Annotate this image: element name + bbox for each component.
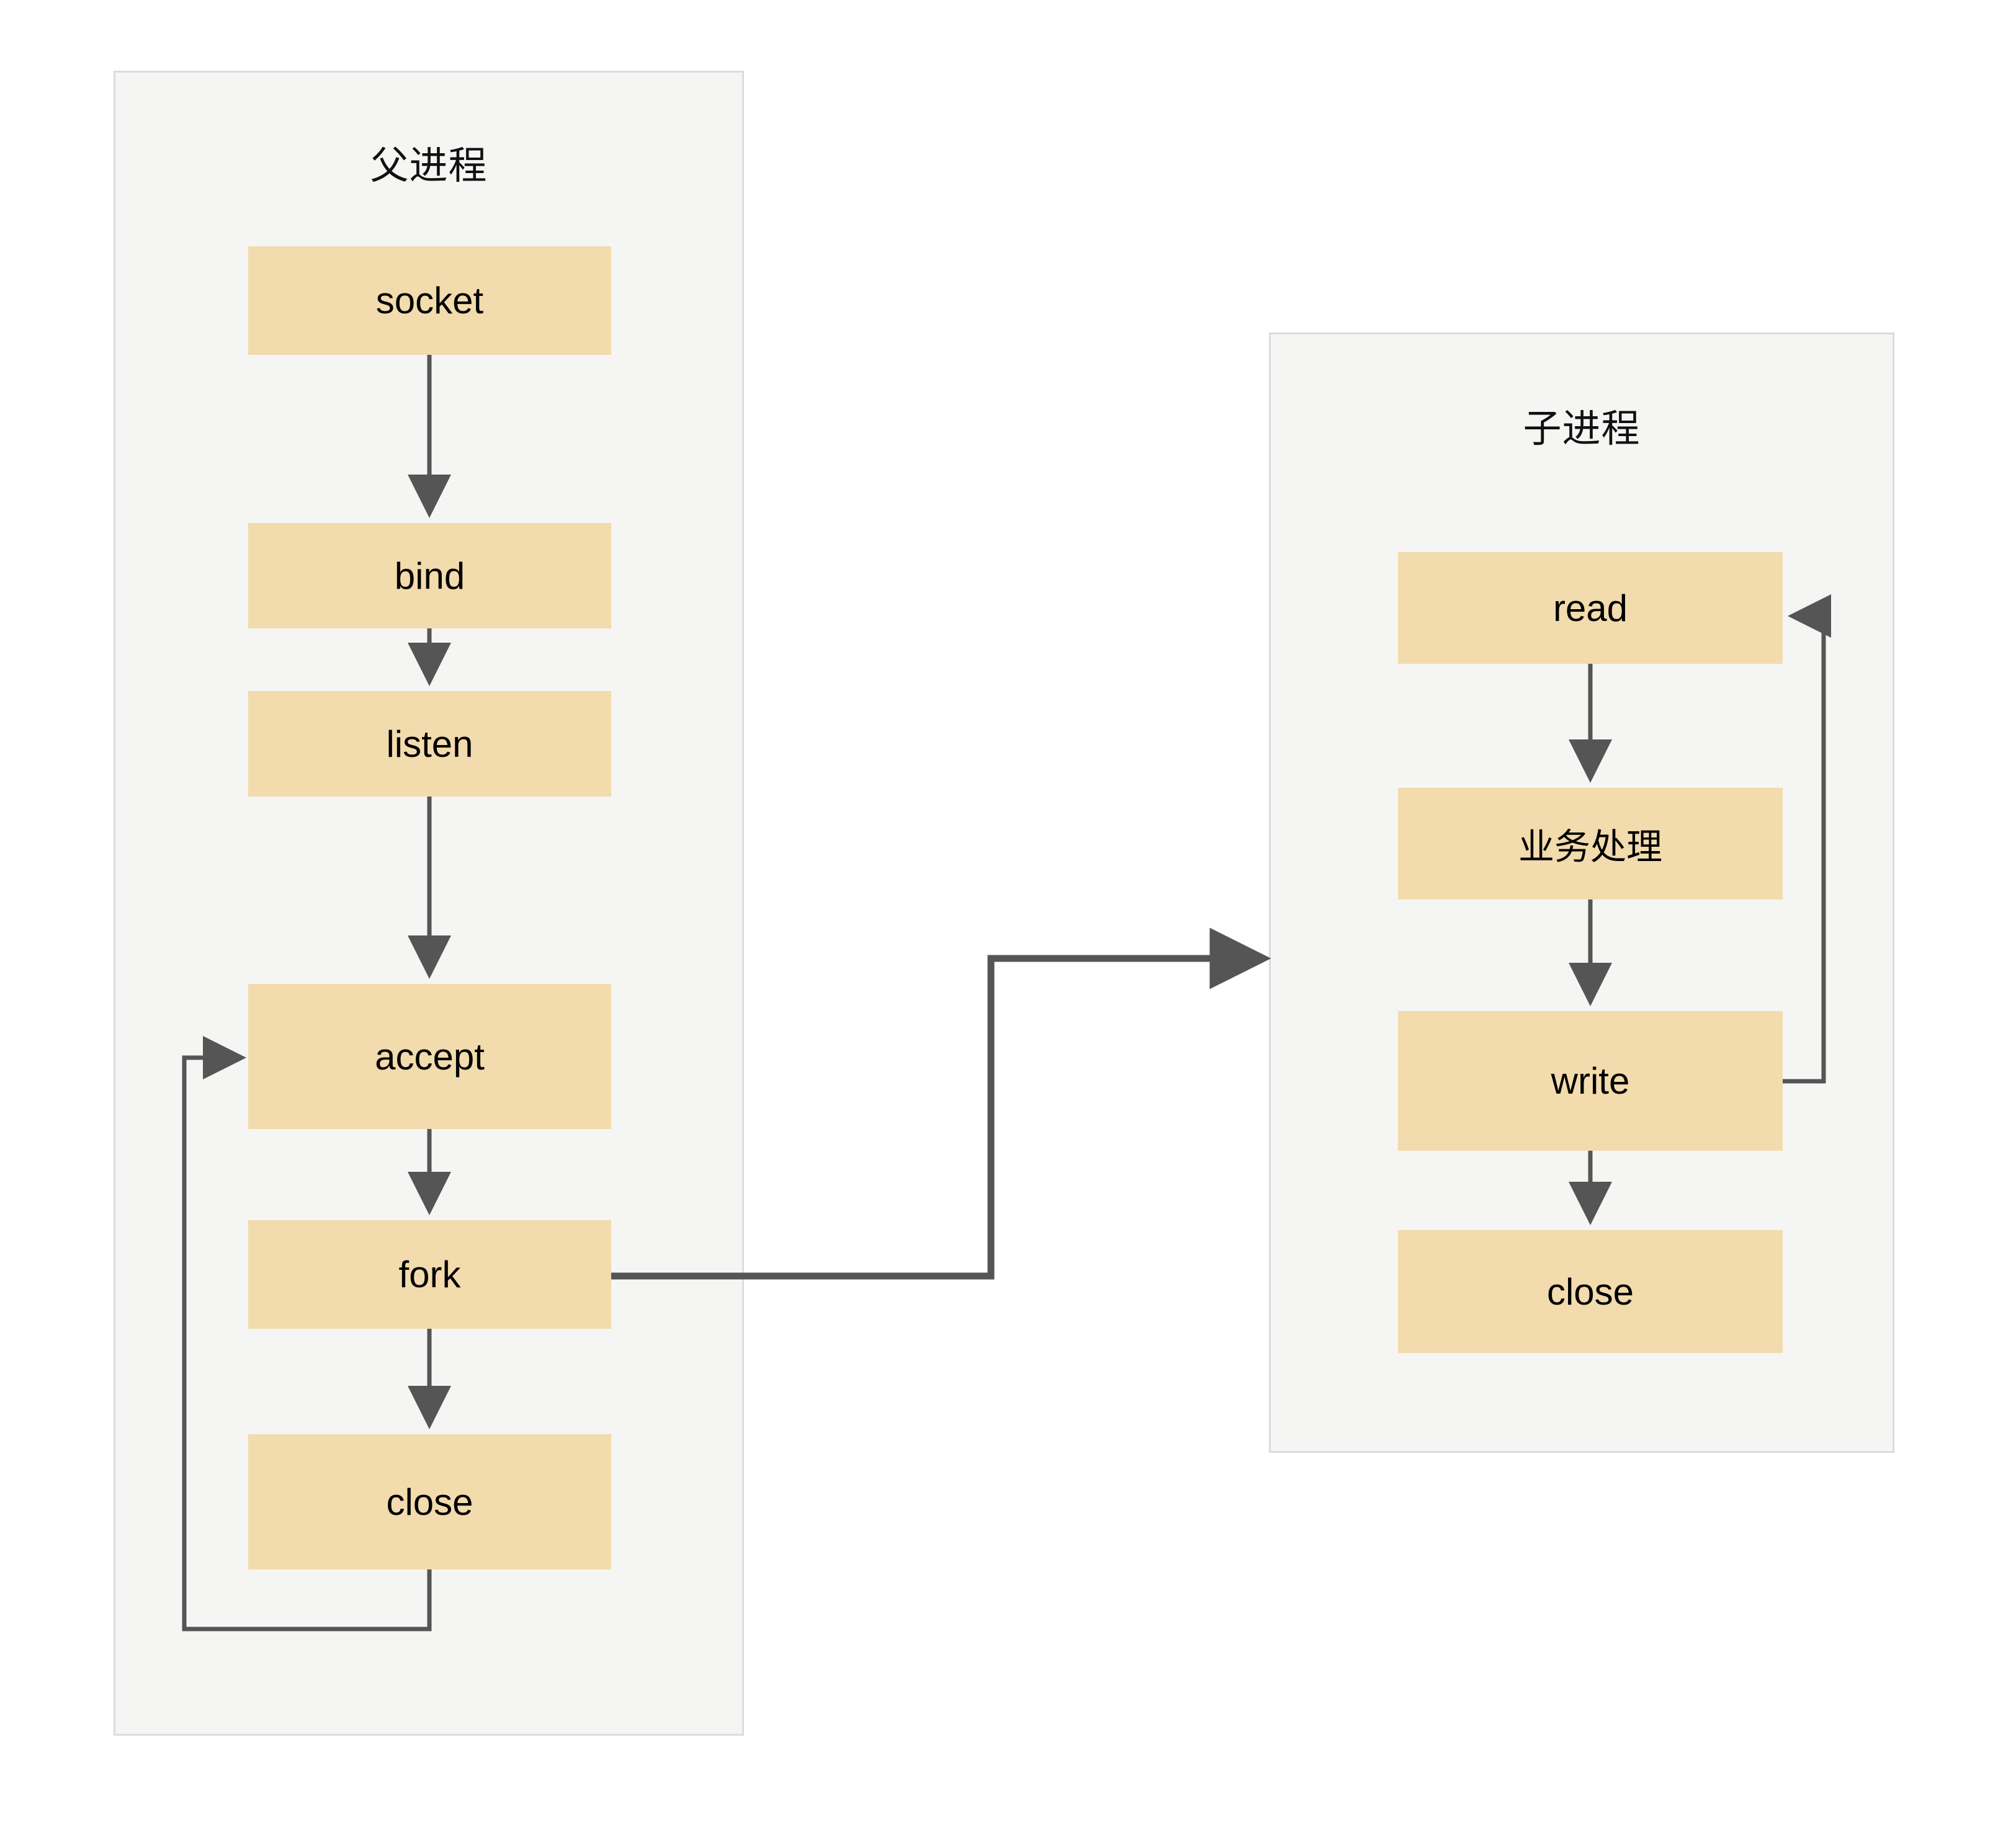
node-write-label: write: [1551, 1060, 1630, 1102]
node-parent-close[interactable]: close: [248, 1434, 611, 1569]
node-socket-label: socket: [375, 280, 484, 321]
node-socket[interactable]: socket: [248, 246, 611, 355]
node-business-process-label: 业务处理: [1518, 827, 1662, 867]
node-accept[interactable]: accept: [248, 984, 611, 1129]
node-child-close[interactable]: close: [1398, 1230, 1783, 1353]
node-fork[interactable]: fork: [248, 1220, 611, 1329]
node-write[interactable]: write: [1398, 1011, 1783, 1151]
node-listen-label: listen: [386, 723, 473, 765]
node-fork-label: fork: [398, 1254, 461, 1295]
node-read[interactable]: read: [1398, 552, 1783, 664]
node-read-label: read: [1552, 587, 1628, 629]
node-parent-close-label: close: [386, 1481, 473, 1523]
parent-process-title: 父进程: [370, 145, 488, 187]
node-bind-label: bind: [394, 555, 465, 597]
node-accept-label: accept: [375, 1035, 485, 1078]
node-listen[interactable]: listen: [248, 691, 611, 797]
node-child-close-label: close: [1546, 1270, 1634, 1313]
node-bind[interactable]: bind: [248, 523, 611, 628]
node-business-process[interactable]: 业务处理: [1398, 788, 1783, 899]
child-process-title: 子进程: [1523, 408, 1641, 450]
